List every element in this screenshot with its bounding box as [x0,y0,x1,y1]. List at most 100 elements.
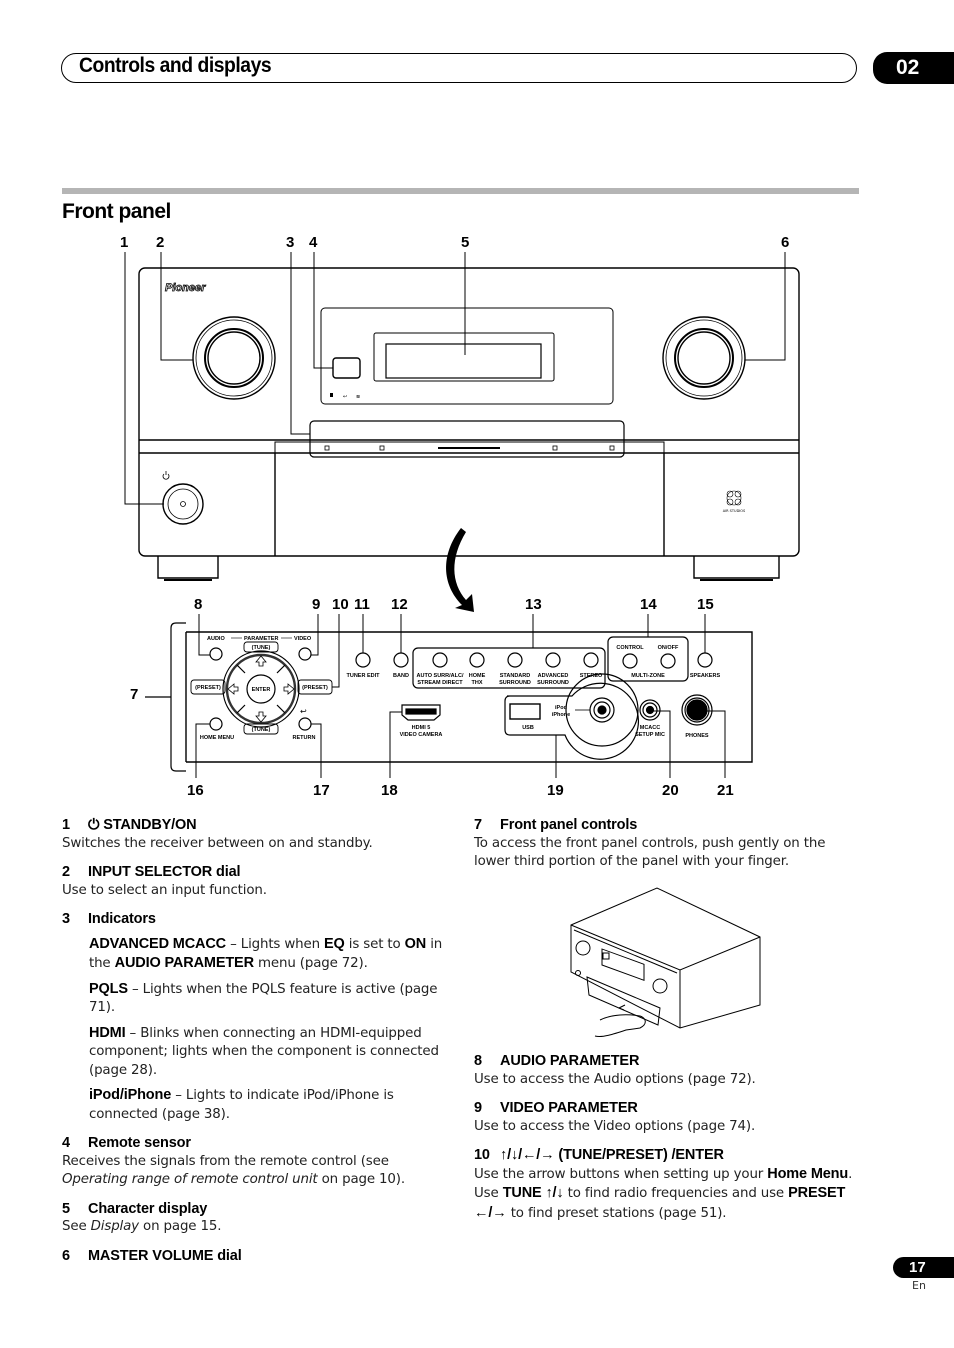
label-home-thx-1: HOME [469,673,486,679]
enter-button [246,674,276,704]
character-display [385,343,542,379]
direction-pad[interactable] [222,650,300,728]
auto-surr-button[interactable] [432,652,448,668]
usb-port [509,703,541,720]
mcacc-mic-jack [639,699,661,721]
master-volume-dial [662,316,746,400]
receiver-body [138,267,800,557]
open-panel-arrow-icon [446,528,474,612]
label-ipod: iPod [555,705,567,711]
callout-7: 7 [130,686,139,703]
callout-21: 21 [717,782,734,799]
callout-17: 17 [313,782,330,799]
label-preset-left: (PRESET) [195,685,221,691]
arrow-down-icon [255,711,267,723]
stereo-button[interactable] [583,652,599,668]
page-header-title: Controls and displays [79,54,272,77]
callout-11: 11 [354,596,370,613]
label-stereo: STEREO [580,673,603,679]
item-1: 1⏻ STANDBY/ON Switches the receiver betw… [62,817,373,851]
hdmi-port [401,704,441,721]
callout-20: 20 [662,782,679,799]
arrow-up-icon [255,655,267,667]
phones-jack [681,694,713,726]
page-number: 17 [893,1257,954,1278]
label-tune-top: (TUNE) [252,645,271,651]
usb-ipod-area [504,682,640,760]
label-hdmi-1: HDMI 5 [412,725,431,731]
label-enter: ENTER [252,687,271,693]
home-thx-button[interactable] [469,652,485,668]
label-return: RETURN [293,735,316,741]
pioneer-logo: Pioneer [165,282,206,294]
label-advanced-2: SURROUND [537,680,569,686]
svg-text:↩: ↩ [343,394,347,400]
label-speakers: SPEAKERS [690,673,721,679]
label-iphone: iPhone [552,712,570,718]
multizone-control-button[interactable] [622,653,638,669]
page-language: En [912,1279,926,1292]
callout-13: 13 [525,596,542,613]
callout-18: 18 [381,782,398,799]
video-parameter-button[interactable] [298,647,312,661]
power-icon: ⏻ [88,817,104,833]
label-home-menu: HOME MENU [200,735,234,741]
arrow-left-icon [227,683,239,695]
indicator-advanced-mcacc: ADVANCED MCACC – Lights when EQ is set t… [89,935,443,972]
label-control: CONTROL [616,645,644,651]
callout-19: 19 [547,782,564,799]
callout-15: 15 [697,596,714,613]
callout-9: 9 [312,596,321,613]
item-10: 10↑/↓/←/→ (TUNE/PRESET) /ENTER Use the a… [474,1147,853,1221]
label-phones: PHONES [685,733,709,739]
air-studios-text: AIR STUDIOS [723,509,746,513]
label-video: VIDEO [294,636,312,642]
callout-4: 4 [309,234,318,251]
indicator-hdmi: HDMI – Blinks when connecting an HDMI-eq… [89,1024,439,1078]
label-audio: AUDIO [207,636,225,642]
advanced-surround-button[interactable] [545,652,561,668]
callout-6: 6 [781,234,790,251]
section-divider [62,188,859,194]
header-frame [61,53,857,83]
callout-12: 12 [391,596,408,613]
indicator-pqls: PQLS – Lights when the PQLS feature is a… [89,980,438,1016]
standard-surround-button[interactable] [507,652,523,668]
label-band: BAND [393,673,409,679]
label-advanced-1: ADVANCED [538,673,569,679]
input-selector-dial [192,316,276,400]
label-setup-mic: SETUP MIC [635,732,665,738]
left-column: 1⏻ STANDBY/ON Switches the receiver betw… [62,816,452,1265]
label-mcacc: MCACC [640,725,660,731]
label-usb: USB [522,725,534,731]
callout-2: 2 [156,234,165,251]
label-auto-surr-2: STREAM DIRECT [417,680,463,686]
air-studios-badge [726,490,742,506]
callout-10: 10 [332,596,349,613]
label-tune-bottom: (TUNE) [252,727,271,733]
section-title: Front panel [62,200,171,223]
callout-1: 1 [120,234,129,251]
indicator-ipod: iPod/iPhone – Lights to indicate iPod/iP… [89,1087,394,1122]
multizone-onoff-button[interactable] [660,653,676,669]
label-standard-2: SURROUND [499,680,531,686]
callout-16: 16 [187,782,204,799]
chapter-number: 02 [873,52,954,84]
label-standard-1: STANDARD [500,673,530,679]
return-icon: ↩ [300,707,307,716]
arrow-right-icon [283,683,295,695]
svg-text:≋: ≋ [356,394,360,400]
audio-parameter-button[interactable] [209,647,223,661]
label-multizone: MULTI-ZONE [631,673,665,679]
label-home-thx-2: THX [472,680,483,686]
